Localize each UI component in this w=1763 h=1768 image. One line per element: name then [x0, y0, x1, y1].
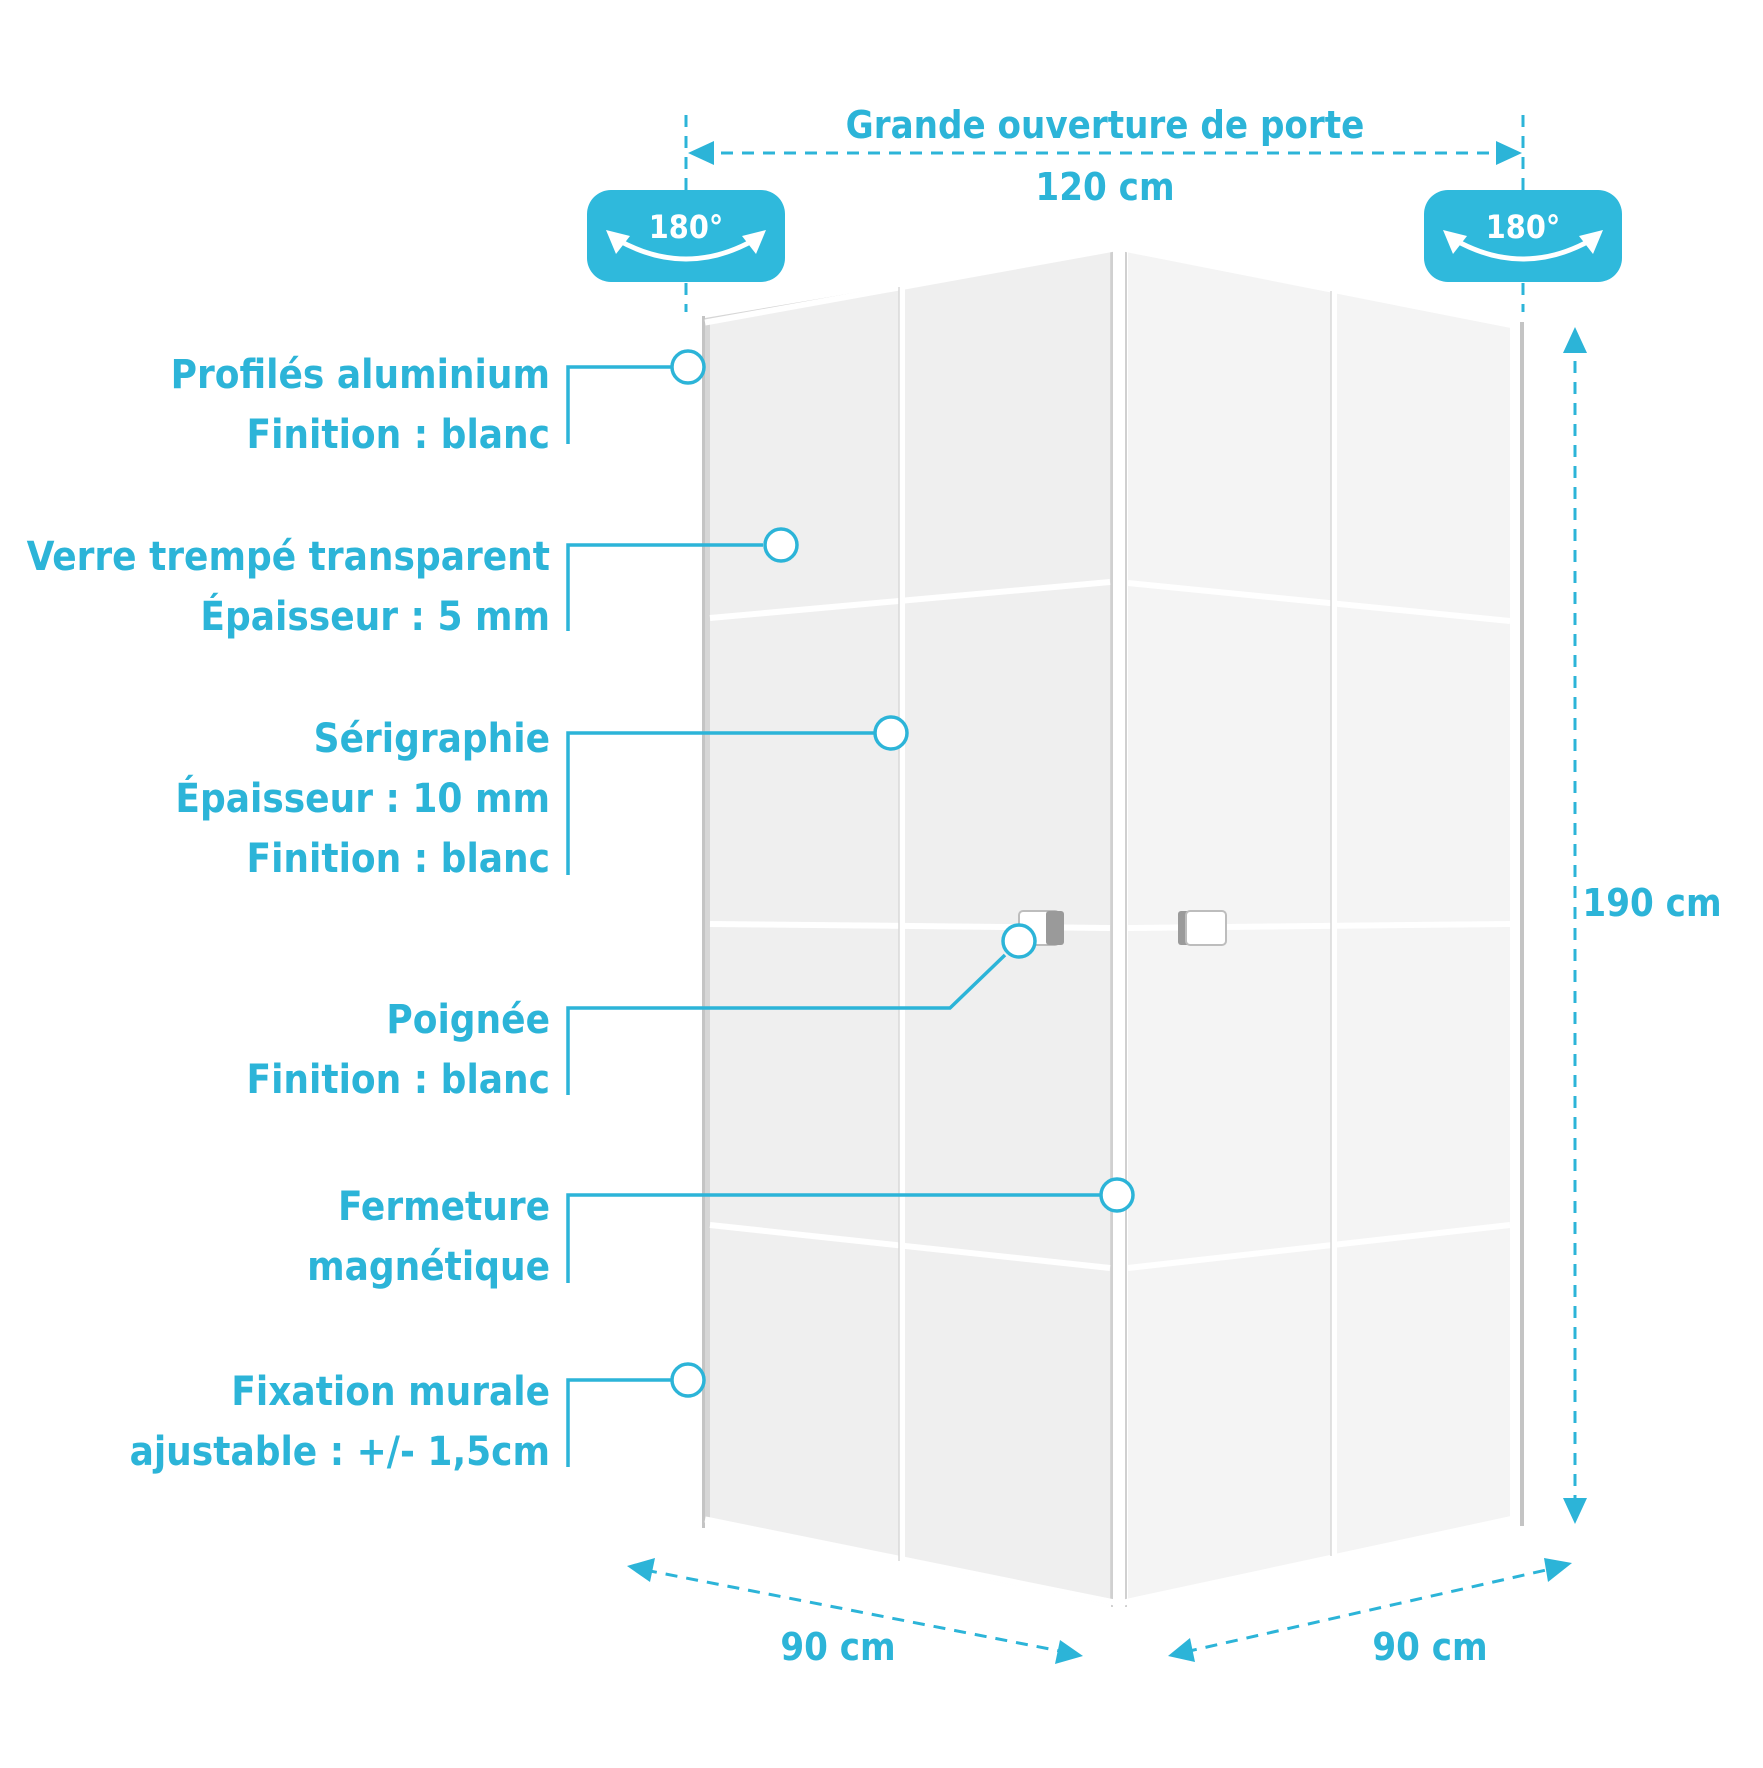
height-label: 190 cm — [1582, 881, 1721, 925]
depth-left-arrow — [644, 1568, 1066, 1654]
arrow-heads — [627, 141, 1587, 1664]
dimension-lines — [644, 115, 1577, 1654]
callout-wall-fixing-line2: ajustable : +/- 1,5cm — [130, 1429, 550, 1475]
marker-glass — [763, 527, 799, 563]
rotate-arrows-icon — [1443, 230, 1603, 262]
callout-glass-line2: Épaisseur : 5 mm — [200, 592, 550, 640]
callout-profiles-line1: Profilés aluminium — [171, 352, 550, 398]
opening-title: Grande ouverture de porte — [846, 103, 1365, 147]
marker-closure — [1099, 1177, 1135, 1213]
leader-profiles — [566, 365, 673, 444]
marker-screenprint — [873, 715, 909, 751]
depth-right-arrow — [1184, 1566, 1556, 1654]
rotation-badge-left: 180° — [587, 190, 785, 282]
marker-handle — [1001, 923, 1037, 959]
shower-enclosure — [692, 238, 1535, 1618]
marker-wall-fixing — [670, 1362, 706, 1398]
depth-right-label: 90 cm — [1372, 1625, 1487, 1669]
callout-profiles-line2: Finition : blanc — [247, 412, 551, 458]
depth-left-label: 90 cm — [780, 1625, 895, 1669]
leader-handle — [566, 953, 1007, 1095]
callout-wall-fixing-line1: Fixation murale — [231, 1369, 550, 1415]
callout-handle-line1: Poignée — [386, 997, 550, 1043]
callout-leaders — [566, 365, 1102, 1467]
leader-screenprint — [566, 731, 875, 875]
callout-screenprint-line3: Finition : blanc — [247, 836, 551, 882]
screen-print-grid — [709, 287, 1511, 1561]
opening-width-label: 120 cm — [1035, 165, 1174, 209]
rotation-badge-right: 180° — [1424, 190, 1622, 282]
callout-screenprint-line2: Épaisseur : 10 mm — [175, 774, 550, 822]
rotation-badge-right-label: 180° — [1486, 208, 1560, 246]
leader-closure — [566, 1193, 1102, 1283]
aluminium-frame — [692, 238, 1535, 1618]
rotation-badge-left-label: 180° — [649, 208, 723, 246]
callout-screenprint-line1: Sérigraphie — [314, 716, 550, 762]
marker-profiles — [670, 349, 706, 385]
leader-glass — [566, 543, 763, 631]
callout-closure-line2: magnétique — [307, 1244, 550, 1290]
callout-glass-line1: Verre trempé transparent — [27, 534, 550, 580]
callout-markers — [670, 349, 1135, 1398]
rotate-arrows-icon — [606, 230, 766, 262]
callout-closure-line1: Fermeture — [338, 1184, 550, 1230]
leader-wall-fixing — [566, 1378, 673, 1467]
callout-handle-line2: Finition : blanc — [247, 1057, 551, 1103]
callout-texts: Profilés aluminium Finition : blanc Verr… — [27, 352, 550, 1475]
